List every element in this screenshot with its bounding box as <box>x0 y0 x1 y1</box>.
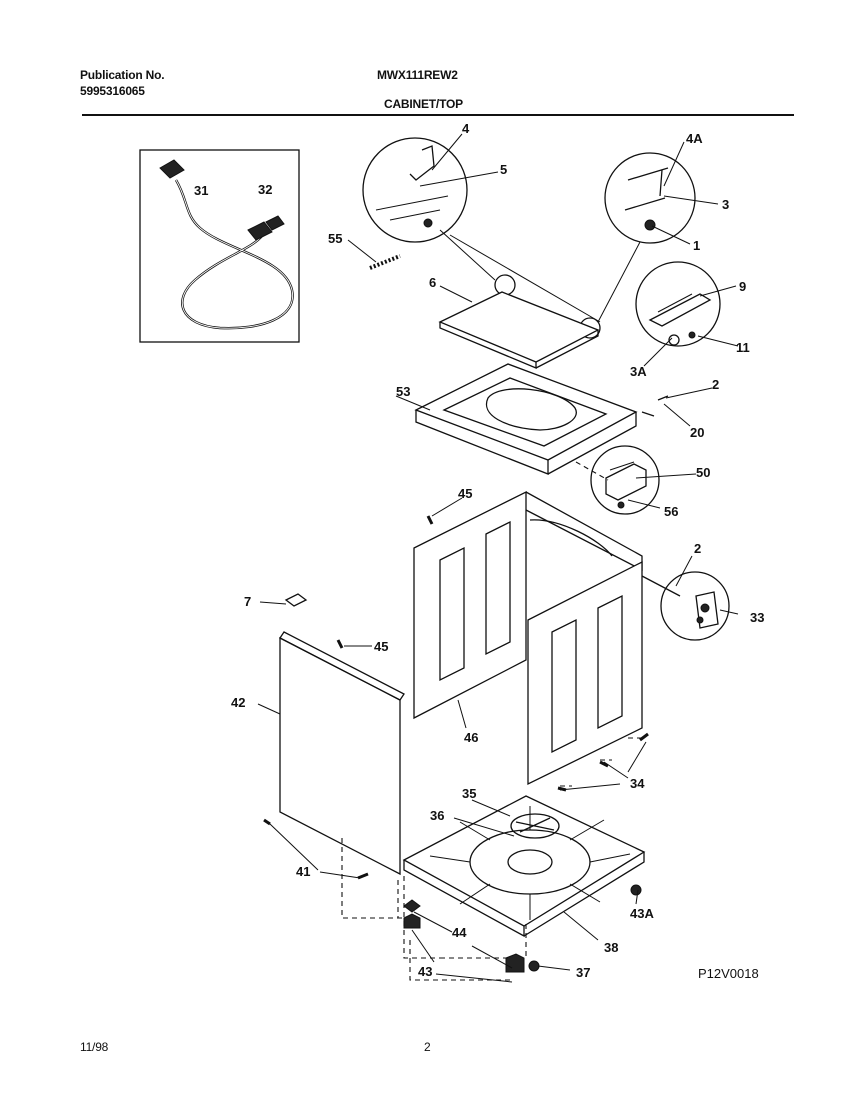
callout-53: 53 <box>396 384 410 399</box>
page-number: 2 <box>424 1040 431 1054</box>
callout-4: 4 <box>462 121 470 136</box>
callout-2-top: 2 <box>712 377 719 392</box>
callout-2-side: 2 <box>694 541 701 556</box>
publication-number: 5995316065 <box>80 84 145 98</box>
callout-5: 5 <box>500 162 507 177</box>
cabinet-right-panel <box>527 560 681 786</box>
callout-42: 42 <box>231 695 245 710</box>
model-number: MWX111REW2 <box>377 68 458 82</box>
section-title: CABINET/TOP <box>384 97 463 111</box>
callout-41: 41 <box>296 864 310 879</box>
callout-1: 1 <box>693 238 700 253</box>
callouts: 4 5 4A 3 1 55 6 9 11 3A 2 53 20 50 56 45… <box>194 121 764 980</box>
callout-45-front: 45 <box>374 639 388 654</box>
publication-label: Publication No. <box>80 68 165 82</box>
callout-43a: 43A <box>630 906 654 921</box>
cabinet-front-panel <box>279 593 405 876</box>
callout-31: 31 <box>194 183 208 198</box>
footer-date: 11/98 <box>80 1040 109 1054</box>
callout-3: 3 <box>722 197 729 212</box>
lid <box>369 254 600 369</box>
callout-44: 44 <box>452 925 467 940</box>
callout-50: 50 <box>696 465 710 480</box>
callout-35: 35 <box>462 786 476 801</box>
callout-20: 20 <box>690 425 704 440</box>
callout-3a: 3A <box>630 364 647 379</box>
callout-11: 11 <box>736 340 750 355</box>
base-assembly <box>402 795 646 973</box>
callout-37: 37 <box>576 965 590 980</box>
cabinet-top <box>414 363 669 481</box>
callout-56: 56 <box>664 504 678 519</box>
callout-55: 55 <box>328 231 342 246</box>
callout-36: 36 <box>430 808 444 823</box>
callout-4a: 4A <box>686 131 703 146</box>
callout-7: 7 <box>244 594 251 609</box>
callout-43: 43 <box>418 964 432 979</box>
callout-9: 9 <box>739 279 746 294</box>
cabinet-rear <box>413 490 643 720</box>
header-rule <box>82 114 794 116</box>
screws <box>263 515 649 880</box>
power-cord-inset <box>139 149 300 343</box>
callout-34: 34 <box>630 776 645 791</box>
callout-45-top: 45 <box>458 486 472 501</box>
figure-code: P12V0018 <box>698 966 759 981</box>
leader-lines <box>257 133 739 983</box>
callout-46: 46 <box>464 730 478 745</box>
callout-6: 6 <box>429 275 436 290</box>
callout-38: 38 <box>604 940 618 955</box>
callout-33: 33 <box>750 610 764 625</box>
alignment-lines <box>341 737 646 981</box>
callout-32: 32 <box>258 182 272 197</box>
